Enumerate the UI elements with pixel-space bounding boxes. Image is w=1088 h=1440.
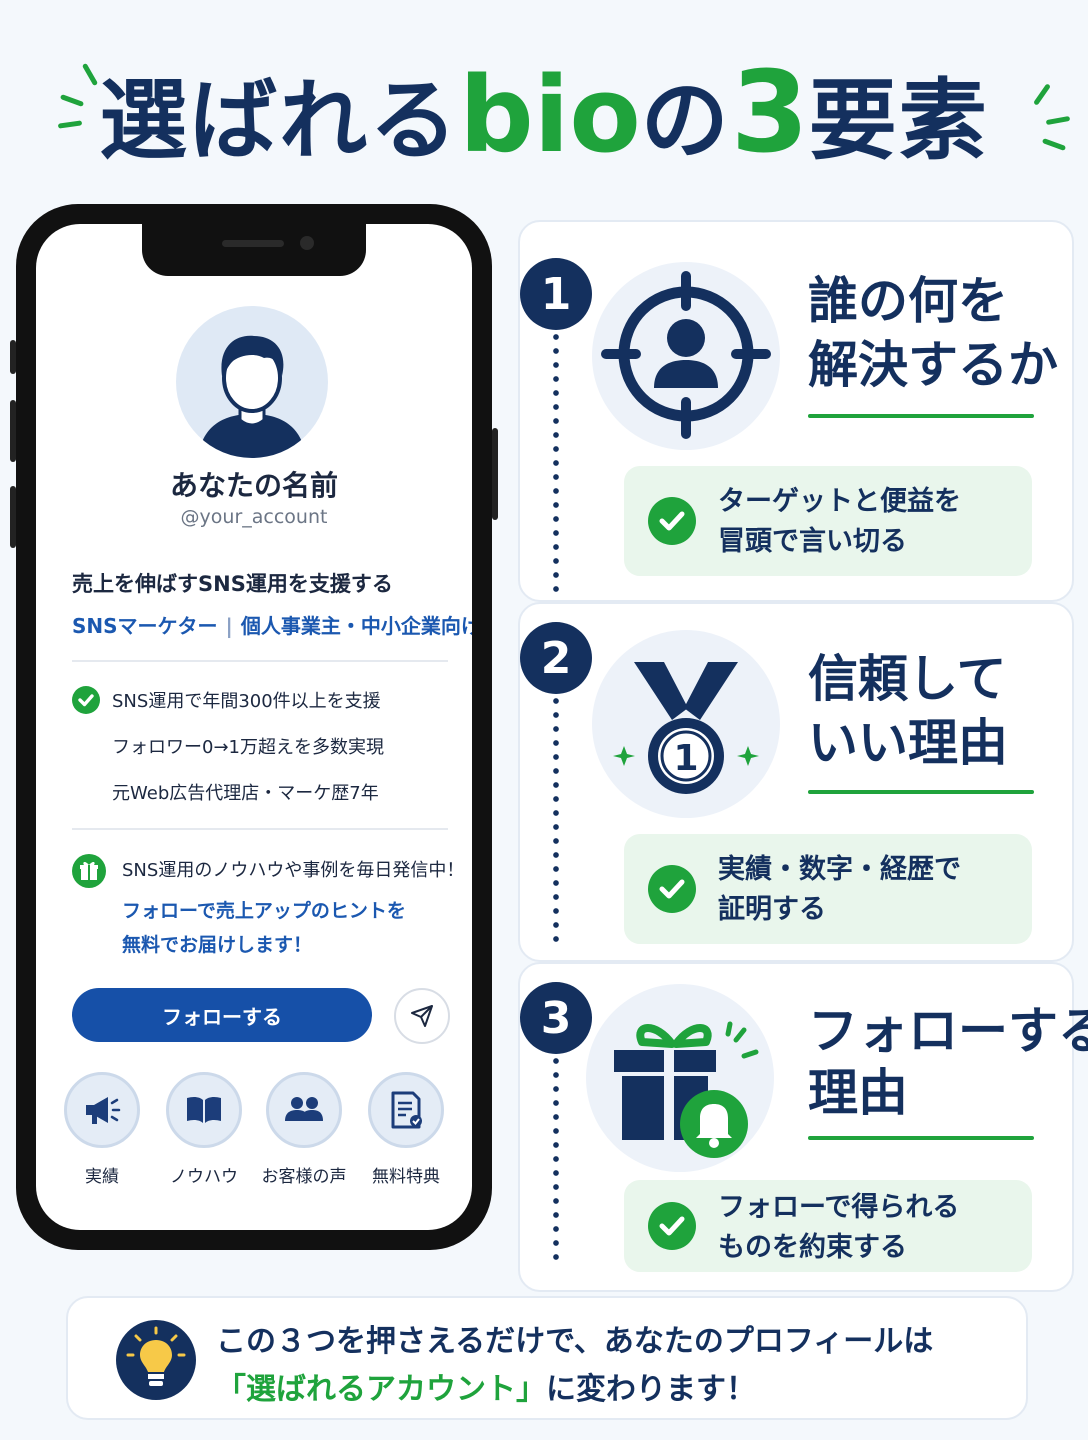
lightbulb-icon — [116, 1320, 196, 1400]
gift-icon — [72, 854, 106, 888]
profile-name: あなたの名前 — [169, 469, 338, 502]
dotted-connector — [553, 694, 559, 950]
banner-line-1: この３つを押さえるだけで、あなたのプロフィールは — [216, 1324, 934, 1359]
element-3-heading-1: フォローする — [808, 1002, 1088, 1060]
profile-roles: SNSマーケター | 個人事業主・中小企業向け — [72, 610, 472, 639]
credential-2: フォロワー0→1万超えを多数実現 — [112, 737, 384, 758]
role-1: SNSマーケター — [72, 614, 218, 638]
element-2-summary-line-2: 証明する — [718, 894, 826, 925]
step-number-2: 2 — [520, 622, 592, 694]
role-separator: | — [225, 614, 233, 638]
element-3-summary: フォローで得られるものを約束する — [624, 1180, 1032, 1272]
banner-highlight: 「選ばれるアカウント」 — [216, 1372, 546, 1407]
check-icon — [648, 497, 696, 545]
profile-tagline: 売上を伸ばすSNS運用を支援する — [72, 572, 393, 596]
highlight-knowhow[interactable]: ノウハウ — [166, 1072, 242, 1187]
highlight-label: お客様の声 — [261, 1167, 347, 1187]
element-1-summary-line-2: 冒頭で言い切る — [718, 526, 907, 557]
send-icon — [411, 1005, 433, 1027]
element-1-summary: ターゲットと便益を冒頭で言い切る — [624, 466, 1032, 576]
megaphone-icon — [86, 1097, 121, 1124]
target-person-icon — [592, 262, 780, 450]
highlight-label: 実績 — [85, 1167, 119, 1187]
step-number-3: 3 — [520, 982, 592, 1054]
avatar — [176, 306, 328, 458]
sparkle-left-icon — [56, 62, 116, 134]
element-2-summary: 実績・数字・経歴で証明する — [624, 834, 1032, 944]
bottom-banner: この３つを押さえるだけで、あなたのプロフィールは 「選ばれるアカウント」に変わり… — [66, 1296, 1028, 1420]
phone-screen: あなたの名前 @your_account 売上を伸ばすSNS運用を支援する SN… — [36, 224, 472, 1230]
promo-line-2: フォローで売上アップのヒントを — [122, 900, 406, 922]
accent-underline — [808, 414, 1034, 418]
credential-1: SNS運用で年間300件以上を支援 — [112, 691, 381, 712]
svg-text:1: 1 — [673, 738, 698, 779]
element-1-heading-1: 誰の何を — [808, 272, 1008, 330]
highlight-free-gift[interactable]: 無料特典 — [368, 1072, 444, 1187]
dotted-connector — [553, 330, 559, 592]
share-button[interactable] — [394, 988, 450, 1044]
check-icon — [72, 686, 100, 714]
role-2: 個人事業主・中小企業向け — [240, 614, 472, 638]
divider — [72, 828, 448, 830]
phone-mockup: あなたの名前 @your_account 売上を伸ばすSNS運用を支援する SN… — [10, 204, 498, 1250]
banner-line-2-rest: に変わります！ — [546, 1372, 756, 1407]
profile-handle: @your_account — [180, 506, 328, 528]
gift-bell-icon — [586, 984, 774, 1172]
title-part2: bio — [459, 54, 641, 176]
book-icon — [187, 1096, 221, 1123]
title-part3: の — [640, 69, 731, 172]
dotted-connector — [553, 1054, 559, 1266]
element-3-summary-line-1: フォローで得られる — [718, 1192, 960, 1223]
document-icon — [391, 1091, 422, 1129]
accent-underline — [808, 1136, 1034, 1140]
highlight-results[interactable]: 実績 — [64, 1072, 140, 1187]
sparkle-right-icon — [1022, 83, 1082, 154]
element-3-summary-line-2: ものを約束する — [718, 1232, 907, 1263]
element-2-summary-line-1: 実績・数字・経歴で — [718, 854, 961, 885]
element-3-heading-2: 理由 — [808, 1064, 908, 1122]
follow-button[interactable]: フォローする — [72, 988, 372, 1042]
banner-line-2: 「選ばれるアカウント」に変わります！ — [216, 1364, 756, 1408]
title-part4: 3 — [730, 48, 809, 178]
medal-icon: 1 — [592, 630, 780, 818]
people-icon — [285, 1097, 323, 1121]
element-2-heading-2: いい理由 — [808, 714, 1008, 772]
highlight-testimonials[interactable]: お客様の声 — [262, 1072, 347, 1187]
step-number-1: 1 — [520, 258, 592, 330]
highlight-label: 無料特典 — [372, 1167, 440, 1187]
promo-line-1: SNS運用のノウハウや事例を毎日発信中！ — [122, 860, 465, 881]
check-icon — [648, 865, 696, 913]
element-1-summary-line-1: ターゲットと便益を — [718, 486, 961, 517]
promo-line-3: 無料でお届けします！ — [122, 934, 313, 956]
element-2-heading-1: 信頼して — [808, 650, 1007, 708]
check-icon — [648, 1202, 696, 1250]
divider — [72, 660, 448, 662]
title-part1: 選ばれる — [99, 69, 460, 172]
page-title: 選ばれるbioの3要素 — [0, 48, 1088, 178]
phone-notch — [142, 224, 366, 276]
highlight-label: ノウハウ — [170, 1167, 238, 1187]
title-part5: 要素 — [808, 69, 989, 172]
credential-3: 元Web広告代理店・マーケ歴7年 — [112, 783, 379, 804]
element-1-heading-2: 解決するか — [808, 336, 1058, 394]
accent-underline — [808, 790, 1034, 794]
